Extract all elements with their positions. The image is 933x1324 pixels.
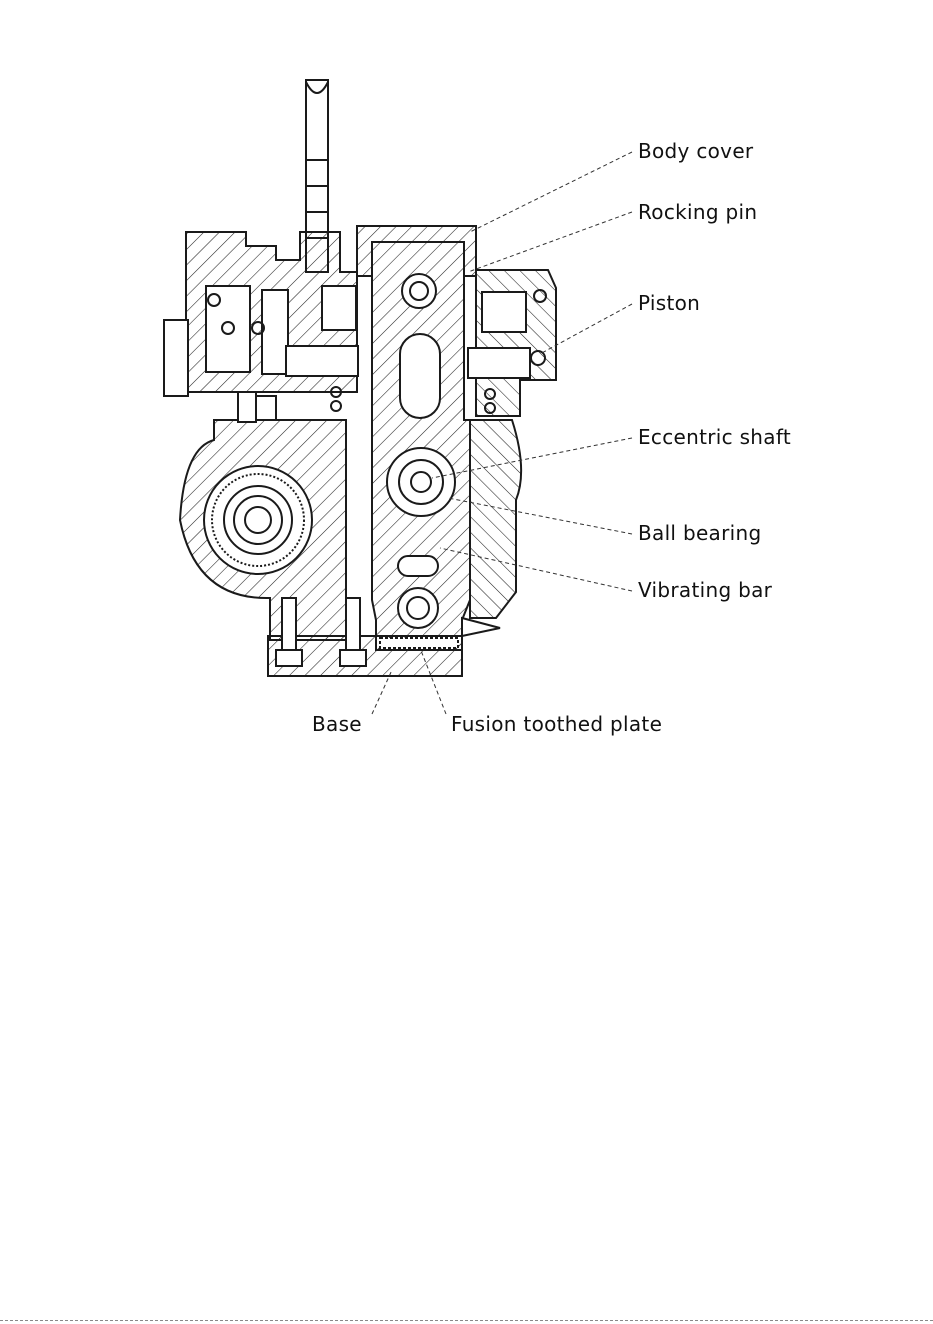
label-base: Base <box>312 712 362 736</box>
label-body-cover: Body cover <box>638 139 753 163</box>
left-bearing-housing <box>180 392 346 640</box>
central-column <box>372 242 470 650</box>
right-lower-body <box>462 420 521 636</box>
right-housing <box>468 270 556 416</box>
label-ball-bearing: Ball bearing <box>638 521 761 545</box>
page-bottom-rule <box>0 1320 933 1321</box>
fusion-toothed-plate <box>380 638 458 648</box>
label-piston: Piston <box>638 291 700 315</box>
label-fusion-toothed-plate: Fusion toothed plate <box>451 712 662 736</box>
label-eccentric-shaft: Eccentric shaft <box>638 425 791 449</box>
leader-body-cover <box>470 152 632 232</box>
label-vibrating-bar: Vibrating bar <box>638 578 772 602</box>
label-rocking-pin: Rocking pin <box>638 200 757 224</box>
left-housing <box>164 232 358 411</box>
